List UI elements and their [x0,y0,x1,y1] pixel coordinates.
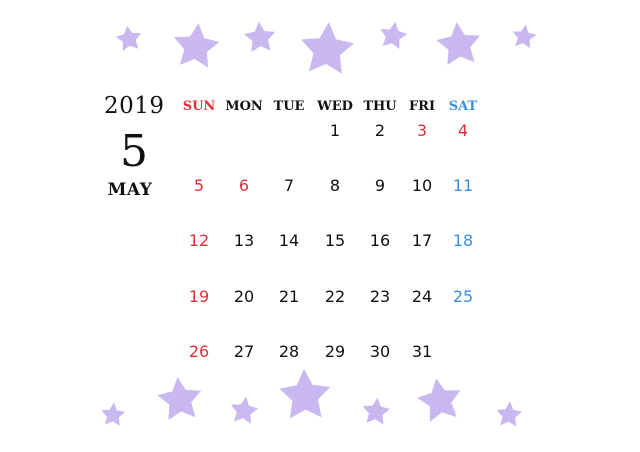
day-cell: 28 [278,342,300,361]
day-cell: 31 [411,342,433,361]
weekday-sun: SUN [182,99,216,114]
day-cell: 10 [411,176,433,195]
day-cell: 18 [452,231,474,250]
star-icon [243,21,277,55]
star-icon [171,22,221,72]
weekday-tue: TUE [273,99,305,114]
star-icon [100,402,126,428]
day-cell: 8 [329,176,341,195]
day-cell: 14 [278,231,300,250]
weekday-sat: SAT [448,99,478,114]
day-cell: 24 [411,287,433,306]
day-cell: 12 [188,231,210,250]
day-cell: 21 [278,287,300,306]
day-cell: 30 [369,342,391,361]
calendar-month-name: MAY [107,180,153,200]
star-icon [435,21,483,69]
star-icon [511,24,537,50]
day-cell: 13 [233,231,255,250]
star-icon [156,376,204,424]
day-cell: 5 [193,176,205,195]
day-cell: 4 [457,121,469,140]
day-cell: 26 [188,342,210,361]
calendar-month-number: 5 [120,126,148,177]
star-icon [361,397,391,427]
calendar-year: 2019 [104,93,165,119]
day-cell: 3 [416,121,428,140]
day-cell: 29 [324,342,346,361]
day-cell: 16 [369,231,391,250]
day-cell: 15 [324,231,346,250]
day-cell: 19 [188,287,210,306]
star-icon [495,401,523,429]
day-cell: 11 [452,176,474,195]
day-cell: 23 [369,287,391,306]
day-cell: 22 [324,287,346,306]
star-icon [416,377,464,425]
star-icon [298,21,356,79]
weekday-mon: MON [225,99,263,114]
star-icon [115,25,143,53]
weekday-wed: WED [317,99,353,114]
day-cell: 9 [374,176,386,195]
weekday-fri: FRI [408,99,436,114]
day-cell: 27 [233,342,255,361]
day-cell: 17 [411,231,433,250]
day-cell: 25 [452,287,474,306]
day-cell: 7 [283,176,295,195]
weekday-thu: THU [363,99,397,114]
day-cell: 1 [329,121,341,140]
day-cell: 6 [238,176,250,195]
day-cell: 2 [374,121,386,140]
star-icon [277,368,333,424]
day-cell: 20 [233,287,255,306]
star-icon [229,396,259,426]
star-icon [378,21,408,51]
